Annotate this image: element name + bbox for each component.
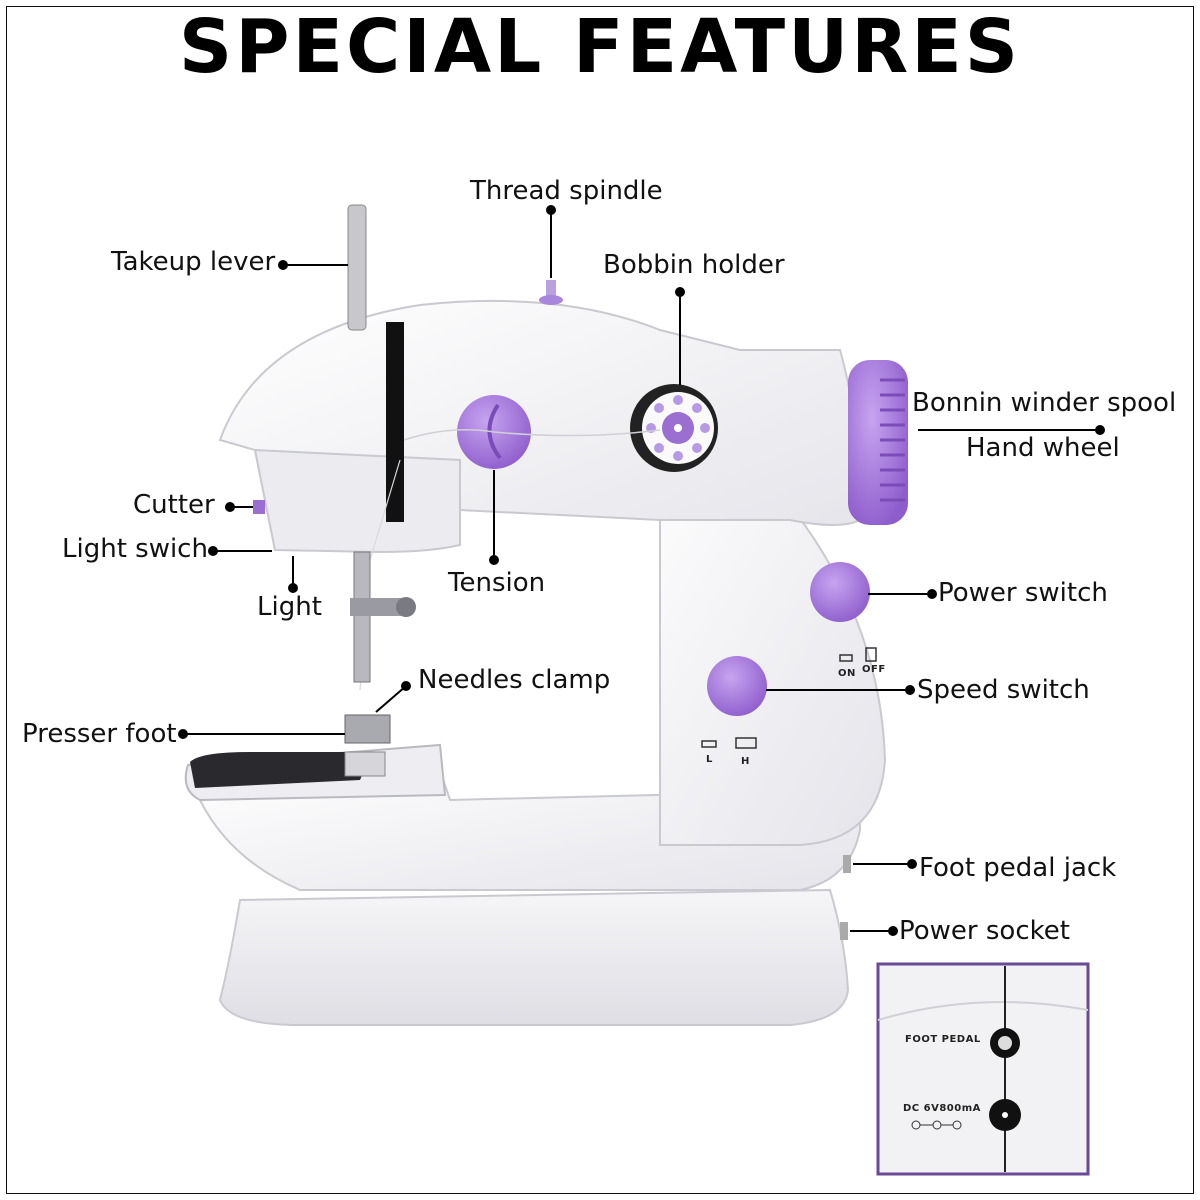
label-light: Light bbox=[257, 592, 322, 622]
machine-head bbox=[253, 448, 461, 554]
bobbin-cover bbox=[190, 752, 364, 788]
speed-switch-button bbox=[707, 656, 767, 716]
label-hand-wheel: Hand wheel bbox=[966, 433, 1120, 463]
inset-foot-pedal-label: FOOT PEDAL bbox=[905, 1034, 981, 1045]
label-tension: Tension bbox=[448, 568, 546, 598]
thread-spindle bbox=[546, 280, 556, 302]
inset-panel bbox=[876, 962, 1090, 1176]
headline: SPECIAL FEATURES bbox=[178, 4, 1022, 90]
thread-slot bbox=[386, 322, 404, 522]
inset-dc-label: DC 6V800mA bbox=[903, 1103, 981, 1114]
machine-base bbox=[218, 888, 850, 1026]
foot-pedal-jack bbox=[843, 855, 851, 873]
needle-clamp bbox=[350, 598, 410, 616]
label-foot-pedal-jack: Foot pedal jack bbox=[919, 853, 1117, 883]
label-light-switch: Light swich bbox=[62, 534, 208, 564]
label-power-socket: Power socket bbox=[899, 916, 1070, 946]
takeup-lever bbox=[347, 204, 367, 331]
label-bobbin-holder: Bobbin holder bbox=[603, 250, 785, 280]
marking-on: ON bbox=[838, 668, 856, 679]
label-cutter: Cutter bbox=[133, 490, 215, 520]
presser-foot bbox=[344, 714, 391, 744]
feed-dogs bbox=[344, 751, 386, 777]
power-socket bbox=[840, 922, 848, 940]
label-presser-foot: Presser foot bbox=[22, 719, 177, 749]
marking-high: H bbox=[741, 756, 750, 767]
label-bonnin-winder-spool: Bonnin winder spool bbox=[912, 388, 1177, 418]
power-switch-button bbox=[810, 562, 870, 622]
marking-off: OFF bbox=[862, 664, 886, 675]
label-thread-spindle: Thread spindle bbox=[470, 176, 663, 206]
label-speed-switch: Speed switch bbox=[917, 675, 1090, 705]
label-power-switch: Power switch bbox=[938, 578, 1108, 608]
needle-bar bbox=[353, 551, 371, 683]
marking-low: L bbox=[706, 754, 713, 765]
cutter bbox=[253, 500, 265, 514]
label-needles-clamp: Needles clamp bbox=[418, 665, 611, 695]
label-takeup-lever: Takeup lever bbox=[111, 247, 276, 277]
